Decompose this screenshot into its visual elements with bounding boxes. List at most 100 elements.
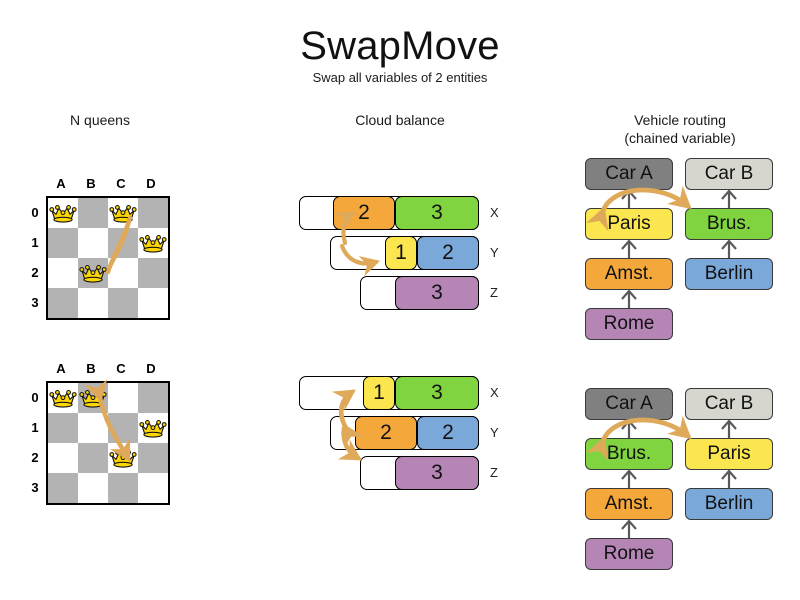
queen-icon (49, 389, 77, 408)
vrp-vehicle-car-a[interactable]: Car A (585, 388, 673, 420)
board-cell-C3[interactable] (108, 288, 138, 318)
board-cell-B1[interactable] (78, 413, 108, 443)
board-cell-D2[interactable] (138, 258, 168, 288)
vrp-chain-arrow-icon (721, 419, 737, 439)
board-cell-C0[interactable] (108, 383, 138, 413)
board-file-label-A: A (56, 361, 66, 376)
board-cell-B3[interactable] (78, 473, 108, 503)
vrp-customer-node[interactable]: Brus. (585, 438, 673, 470)
board-cell-B2[interactable] (78, 258, 108, 288)
vrp-chain-arrow-icon (621, 419, 637, 439)
board-cell-B2[interactable] (78, 443, 108, 473)
vrp-customer-node[interactable]: Amst. (585, 488, 673, 520)
vrp-customer-node[interactable]: Paris (585, 208, 673, 240)
cloud-process-block[interactable]: 2 (417, 236, 479, 270)
vrp-customer-node[interactable]: Berlin (685, 488, 773, 520)
board-cell-A1[interactable] (48, 228, 78, 258)
cloud-row-label-Y: Y (490, 245, 499, 260)
vrp-vehicle-car-b[interactable]: Car B (685, 388, 773, 420)
cloud-process-block[interactable]: 2 (333, 196, 395, 230)
vrp-customer-node[interactable]: Paris (685, 438, 773, 470)
vrp-vehicle-car-a[interactable]: Car A (585, 158, 673, 190)
board-cell-B0[interactable] (78, 198, 108, 228)
vrp-customer-node[interactable]: Berlin (685, 258, 773, 290)
cloud-row-Z[interactable]: 3 (360, 456, 479, 490)
queen-icon (139, 419, 167, 438)
board-cell-D3[interactable] (138, 473, 168, 503)
vrp-chain-arrow-icon (621, 519, 637, 539)
board-cell-B3[interactable] (78, 288, 108, 318)
board-rank-label-1: 1 (31, 420, 39, 435)
board-cell-C1[interactable] (108, 228, 138, 258)
board-cell-B1[interactable] (78, 228, 108, 258)
board-cell-D3[interactable] (138, 288, 168, 318)
board-cell-A3[interactable] (48, 473, 78, 503)
cloud-process-block[interactable]: 3 (395, 196, 479, 230)
board-rank-label-2: 2 (31, 265, 39, 280)
board-cell-C0[interactable] (108, 198, 138, 228)
board-cell-A1[interactable] (48, 413, 78, 443)
board-cell-A0[interactable] (48, 198, 78, 228)
vrp-chain-arrow-icon (621, 189, 637, 209)
board-cell-D0[interactable] (138, 383, 168, 413)
board-row (48, 288, 168, 318)
board-cell-D1[interactable] (138, 228, 168, 258)
board-row (48, 413, 168, 443)
vrp-vehicle-car-b[interactable]: Car B (685, 158, 773, 190)
vrp-customer-node[interactable]: Brus. (685, 208, 773, 240)
board-cell-A2[interactable] (48, 258, 78, 288)
board-file-label-A: A (56, 176, 66, 191)
board-cell-C3[interactable] (108, 473, 138, 503)
board-row (48, 383, 168, 413)
vrp-customer-node[interactable]: Amst. (585, 258, 673, 290)
board-cell-D0[interactable] (138, 198, 168, 228)
vrp-chain-arrow-icon (621, 469, 637, 489)
board-rank-label-3: 3 (31, 480, 39, 495)
cloud-process-block[interactable]: 3 (395, 456, 479, 490)
board-cell-D2[interactable] (138, 443, 168, 473)
chessboard (46, 196, 170, 320)
board-cell-A0[interactable] (48, 383, 78, 413)
cloud-process-block[interactable]: 3 (395, 376, 479, 410)
board-row (48, 198, 168, 228)
board-cell-C2[interactable] (108, 443, 138, 473)
board-cell-A2[interactable] (48, 443, 78, 473)
vrp-chain-arrow-icon (721, 469, 737, 489)
column-heading-nqueens: N queens (70, 112, 130, 128)
column-heading-cloud: Cloud balance (355, 112, 445, 128)
board-cell-B0[interactable] (78, 383, 108, 413)
page-subtitle: Swap all variables of 2 entities (312, 70, 488, 85)
board-file-label-D: D (146, 361, 156, 376)
cloud-process-block[interactable]: 1 (363, 376, 395, 410)
board-cell-C2[interactable] (108, 258, 138, 288)
vrp-title-line2: (chained variable) (624, 130, 736, 146)
cloud-row-Z[interactable]: 3 (360, 276, 479, 310)
cloud-row-label-Z: Z (490, 285, 498, 300)
cloud-row-label-X: X (490, 205, 499, 220)
queen-icon (79, 389, 107, 408)
vrp-chain-arrow-icon (721, 239, 737, 259)
chessboard (46, 381, 170, 505)
board-cell-D1[interactable] (138, 413, 168, 443)
cloud-row-label-X: X (490, 385, 499, 400)
queen-icon (109, 449, 137, 468)
cloud-process-block[interactable]: 2 (417, 416, 479, 450)
cloud-process-block[interactable]: 2 (355, 416, 417, 450)
cloud-process-block[interactable]: 1 (385, 236, 417, 270)
board-cell-C1[interactable] (108, 413, 138, 443)
vrp-chain-arrow-icon (721, 189, 737, 209)
cloud-process-block[interactable]: 3 (395, 276, 479, 310)
vrp-customer-node[interactable]: Rome (585, 538, 673, 570)
board-cell-A3[interactable] (48, 288, 78, 318)
vrp-customer-node[interactable]: Rome (585, 308, 673, 340)
